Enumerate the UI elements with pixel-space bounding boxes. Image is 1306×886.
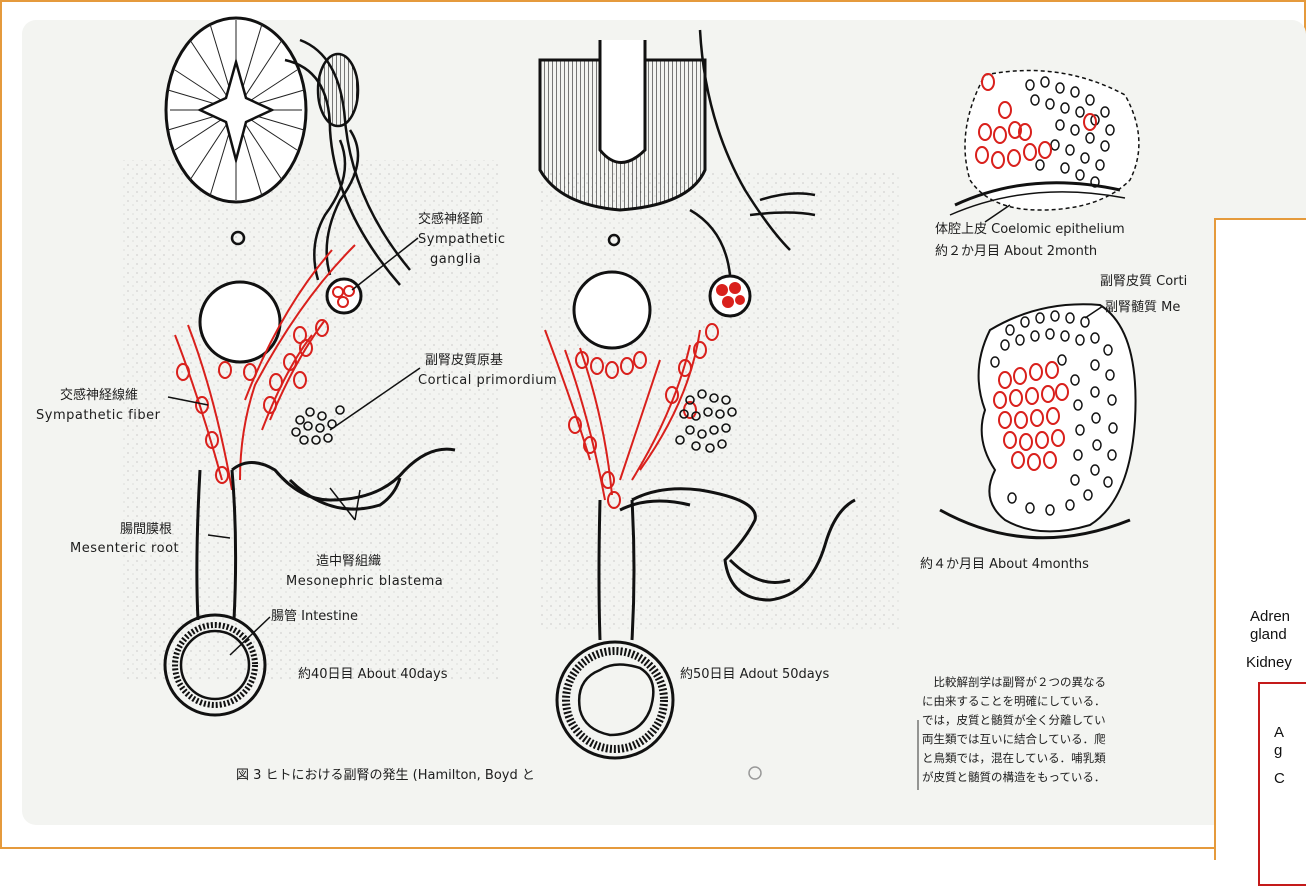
paragraph-line: 比較解剖学は副腎が２つの異なる [922, 673, 1106, 692]
label-day50: 約50日目 Adout 50days [680, 667, 829, 683]
figure-caption: 図 3 ヒトにおける副腎の発生 (Hamilton, Boyd と [236, 768, 535, 784]
label-sympathetic-ganglia-jp: 交感神経節 [418, 212, 483, 228]
label-coelomic-epithelium: 体腔上皮 Coelomic epithelium [935, 222, 1125, 238]
inset-red-box: A g C [1258, 682, 1306, 886]
neural-tube-50d [540, 40, 705, 210]
label-cortical-primordium-en: Cortical primordium [418, 373, 557, 389]
inset-slide: Adren gland Kidney A g C [1214, 218, 1306, 860]
label-mesonephric-en: Mesonephric blastema [286, 574, 443, 590]
label-sympathetic-ganglia-en2: ganglia [430, 252, 481, 268]
label-mesenteric-root-jp: 腸間膜根 [120, 522, 172, 538]
inset-box-line2: g [1274, 742, 1282, 759]
aorta-50d [574, 272, 650, 348]
label-adrenal-cortex: 副腎皮質 Corti [1100, 274, 1187, 290]
inset-label-kidney: Kidney [1246, 654, 1292, 671]
inset-box-line1: A [1274, 724, 1284, 741]
label-intestine: 腸管 Intestine [271, 609, 358, 625]
paragraph-line: 両生類では互いに結合している．爬 [922, 730, 1106, 749]
label-adrenal-medulla: 副腎髄質 Me [1105, 300, 1180, 316]
paragraph-line: が皮質と髄質の構造をもっている． [922, 768, 1105, 787]
label-sympathetic-fiber-en: Sympathetic fiber [36, 408, 160, 424]
label-mesonephric-jp: 造中腎組織 [316, 554, 381, 570]
neural-tube-40d [166, 18, 306, 202]
inset-box-line3: C [1274, 770, 1285, 787]
adrenal-2month [950, 71, 1139, 223]
label-sympathetic-fiber-jp: 交感神経線維 [60, 388, 138, 404]
label-cortical-primordium-jp: 副腎皮質原基 [425, 353, 503, 369]
label-4month: 約４か月目 About 4months [920, 557, 1089, 573]
inset-label-gland: gland [1250, 626, 1287, 643]
stamp-mark [749, 767, 761, 779]
intestine-50d [557, 642, 673, 758]
sympathetic-ganglion-50d [710, 276, 750, 316]
label-sympathetic-ganglia-en1: Sympathetic [418, 232, 506, 248]
embryology-drawing [0, 0, 1306, 849]
label-day40: 約40日目 About 40days [298, 667, 447, 683]
paragraph-line: と鳥類では，混在している．哺乳類 [922, 749, 1106, 768]
paragraph-line: に由来することを明確にしている． [922, 692, 1106, 711]
adrenal-4month [940, 304, 1136, 537]
inset-label-adrenal: Adren [1250, 608, 1290, 625]
label-mesenteric-root-en: Mesenteric root [70, 541, 179, 557]
paragraph-line: では，皮質と髄質が全く分離してい [922, 711, 1106, 730]
label-2month: 約２か月目 About 2month [935, 244, 1097, 260]
